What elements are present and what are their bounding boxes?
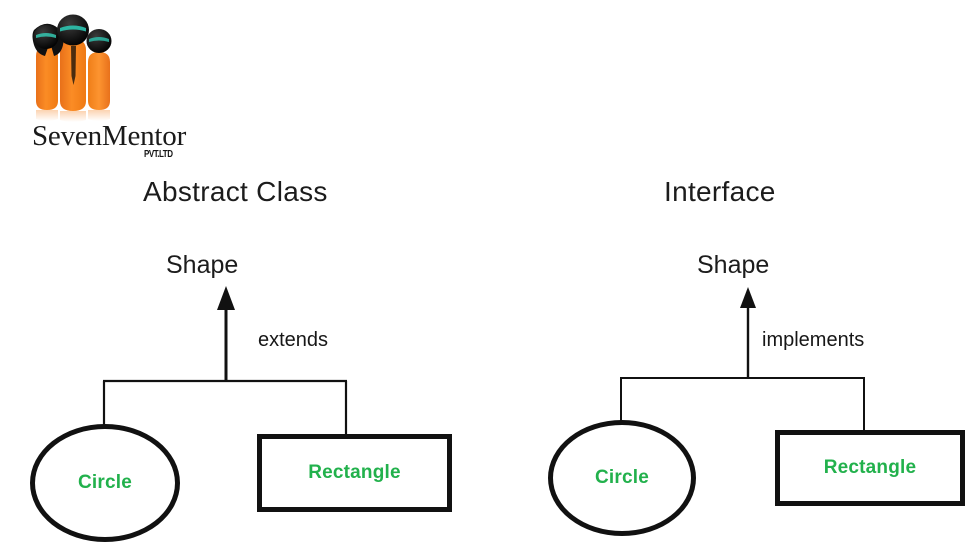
node-label-rectangle-abstract: Rectangle (308, 462, 401, 483)
node-label-circle-interface: Circle (594, 467, 649, 488)
edge-label-extends: extends (258, 329, 329, 351)
heading-interface: Interface (664, 176, 776, 207)
heading-abstract-class: Abstract Class (143, 176, 328, 207)
node-circle-abstract: Circle (30, 424, 180, 542)
brand-logo: SevenMentor PVT.LTD (14, 4, 204, 169)
node-label-rectangle-interface: Rectangle (823, 457, 917, 478)
root-node-abstract-shape: Shape (166, 251, 239, 279)
three-figures-logo-icon (32, 14, 112, 122)
node-label-circle-abstract: Circle (77, 472, 132, 493)
arrow-head-extends (217, 286, 235, 310)
edge-label-implements: implements (762, 329, 865, 351)
node-circle-interface: Circle (548, 420, 696, 536)
node-rectangle-abstract: Rectangle (257, 434, 452, 512)
logo-suffix: PVT.LTD (144, 149, 173, 160)
arrow-head-implements (740, 287, 756, 308)
logo-wordmark: SevenMentor (32, 120, 187, 152)
root-node-interface-shape: Shape (697, 251, 770, 279)
node-rectangle-interface: Rectangle (775, 430, 965, 506)
